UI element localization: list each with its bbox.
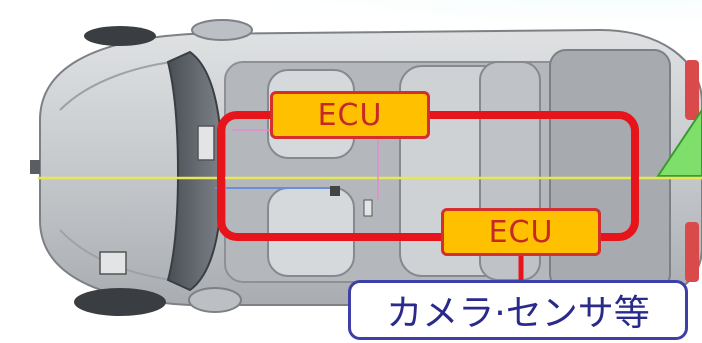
- ecu-label-bottom: ECU: [441, 208, 601, 256]
- car-top-view-icon: [30, 19, 702, 316]
- ecu-label-top: ECU: [270, 91, 430, 139]
- sensor-beam-icon: [656, 108, 702, 177]
- sensor-label: カメラ·センサ等: [348, 280, 688, 340]
